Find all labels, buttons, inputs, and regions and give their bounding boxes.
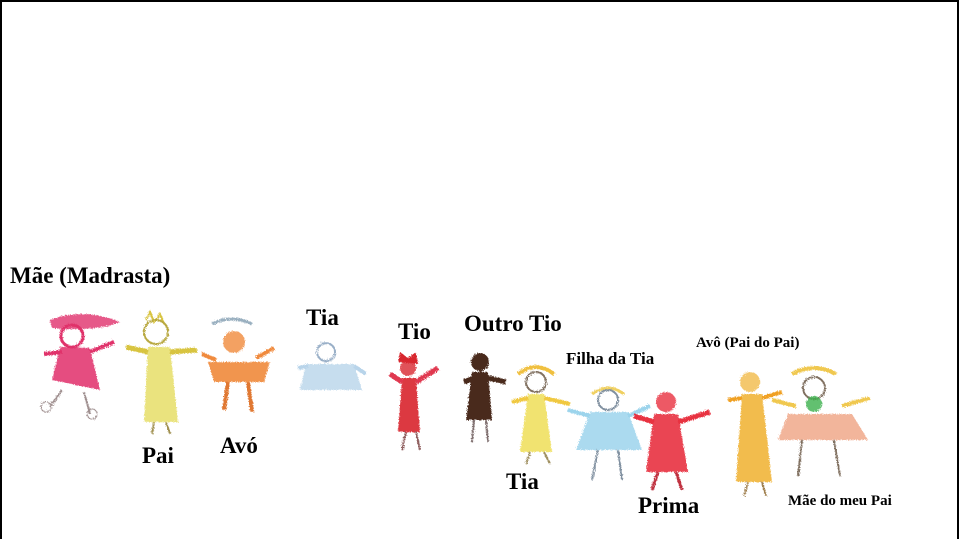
label-mae-do-meu-pai: Mãe do meu Pai — [788, 493, 892, 509]
label-madrasta: Mãe (Madrasta) — [10, 263, 171, 288]
label-outro-tio: Outro Tio — [464, 311, 562, 336]
label-avo-pai-do-pai: Avô (Pai do Pai) — [696, 335, 800, 351]
figure-avo-pai-do-pai — [727, 372, 783, 497]
label-prima: Prima — [638, 493, 700, 518]
label-tio: Tio — [398, 319, 431, 344]
figure-filha-da-tia — [567, 386, 651, 481]
figure-madrasta — [40, 313, 120, 420]
figure-pai — [125, 309, 198, 435]
figure-tia-2 — [511, 365, 571, 465]
label-tia-1: Tia — [306, 305, 339, 330]
label-tia-2: Tia — [506, 469, 539, 494]
figure-avo — [201, 317, 275, 413]
label-pai: Pai — [142, 443, 174, 468]
figure-outro-tio — [463, 353, 507, 443]
figure-tio — [388, 352, 440, 451]
label-avo: Avó — [220, 433, 258, 458]
figure-prima — [633, 392, 711, 491]
label-filha-da-tia: Filha da Tia — [566, 349, 655, 368]
figure-tia-1 — [297, 342, 368, 390]
figure-mae-do-meu-pai — [771, 366, 871, 477]
